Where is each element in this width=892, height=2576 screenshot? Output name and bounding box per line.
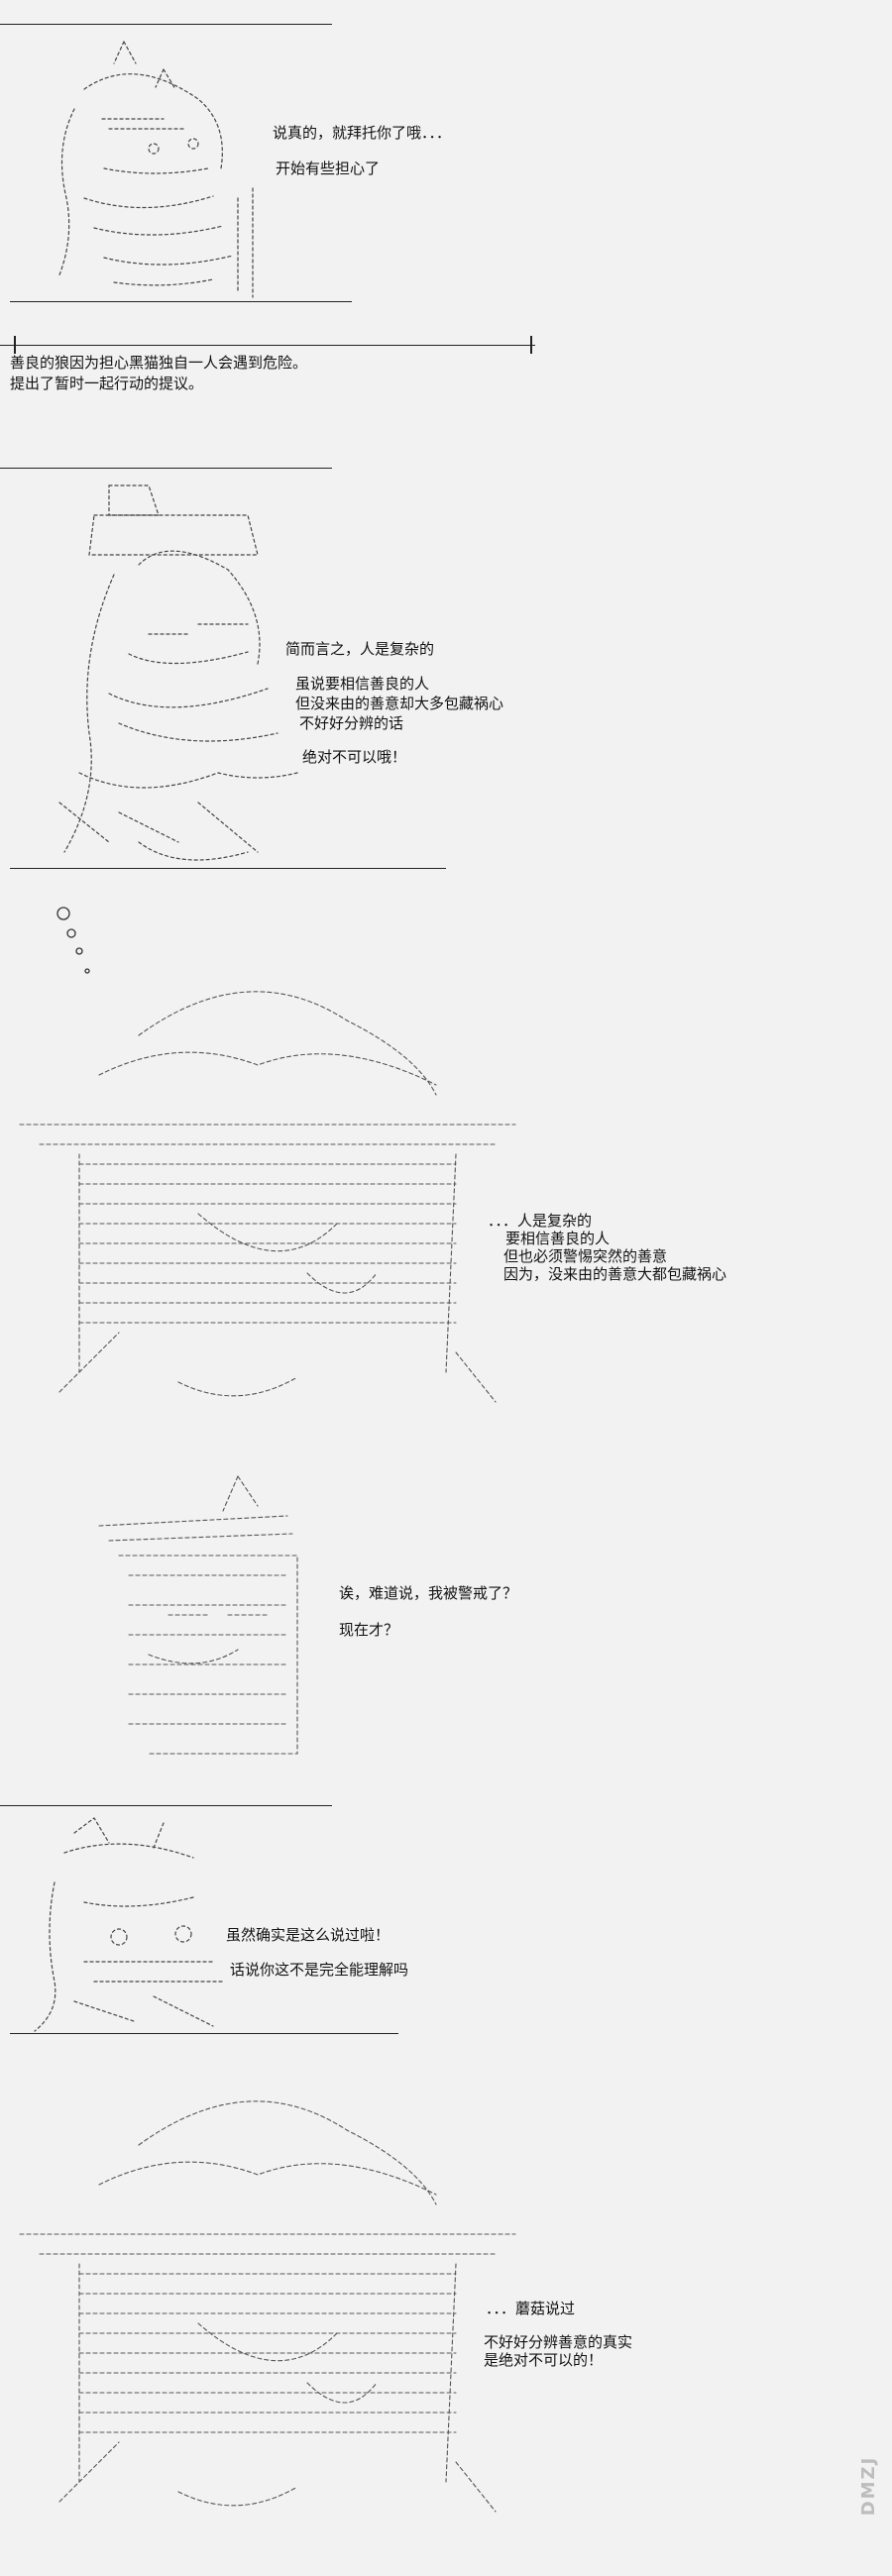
- speech-line: 但没来由的善意却大多包藏祸心: [295, 695, 504, 712]
- character-art-cat-girl-2: [15, 1813, 233, 2041]
- speech-line: 诶，难道说，我被警戒了？: [339, 1584, 518, 1602]
- character-art-wolf-girl: [20, 476, 347, 892]
- speech-line: 绝对不可以哦！: [302, 748, 407, 766]
- speech-line: 但也必须警惕突然的善意: [503, 1247, 668, 1265]
- panel-ground-line: [10, 868, 446, 869]
- speech-line: 开始有些担心了: [276, 160, 381, 177]
- speech-line: 说真的，就拜托你了哦．．．: [273, 124, 452, 142]
- speech-line: 话说你这不是完全能理解吗: [230, 1961, 409, 1979]
- speech-line: 是绝对不可以的！: [484, 2351, 604, 2369]
- character-art-cat-box: [89, 1466, 337, 1773]
- narration-line: 善良的狼因为担心黑猫独自一人会遇到危险。: [10, 354, 308, 372]
- speech-line: 现在才？: [339, 1621, 399, 1639]
- speech-line: ．．．人是复杂的: [488, 1212, 593, 1230]
- thought-bubble-dots: [50, 902, 109, 981]
- speech-line: 简而言之，人是复杂的: [285, 640, 435, 658]
- character-art-mushroom-house-2: [19, 2086, 535, 2541]
- watermark-text: DMZJ: [858, 2456, 879, 2517]
- speech-line: 因为，没来由的善意大都包藏祸心: [503, 1265, 727, 1283]
- panel-ground-line: [10, 301, 352, 302]
- narration-rule-tick-right: [530, 336, 532, 354]
- character-art-mushroom-house: [19, 976, 535, 1432]
- narration-rule: [0, 345, 535, 346]
- speech-line: 不好好分辨善意的真实: [484, 2333, 633, 2351]
- site-watermark: DMZJ: [858, 2427, 880, 2544]
- speech-line: 虽说要相信善良的人: [295, 675, 430, 693]
- narration-rule-tick-left: [14, 336, 16, 354]
- speech-line: ．．．蘑菇说过: [486, 2300, 576, 2317]
- speech-line: 要相信善良的人: [505, 1230, 611, 1247]
- panel-top-rule: [0, 24, 332, 25]
- narration-line: 提出了暂时一起行动的提议。: [10, 375, 204, 392]
- panel-top-rule: [0, 1805, 332, 1806]
- panel-ground-line: [10, 2033, 398, 2034]
- speech-line: 虽然确实是这么说过啦！: [226, 1926, 390, 1944]
- character-art-cat-girl-1: [15, 30, 352, 307]
- panel-top-rule: [0, 468, 332, 469]
- speech-line: 不好好分辨的话: [299, 714, 404, 732]
